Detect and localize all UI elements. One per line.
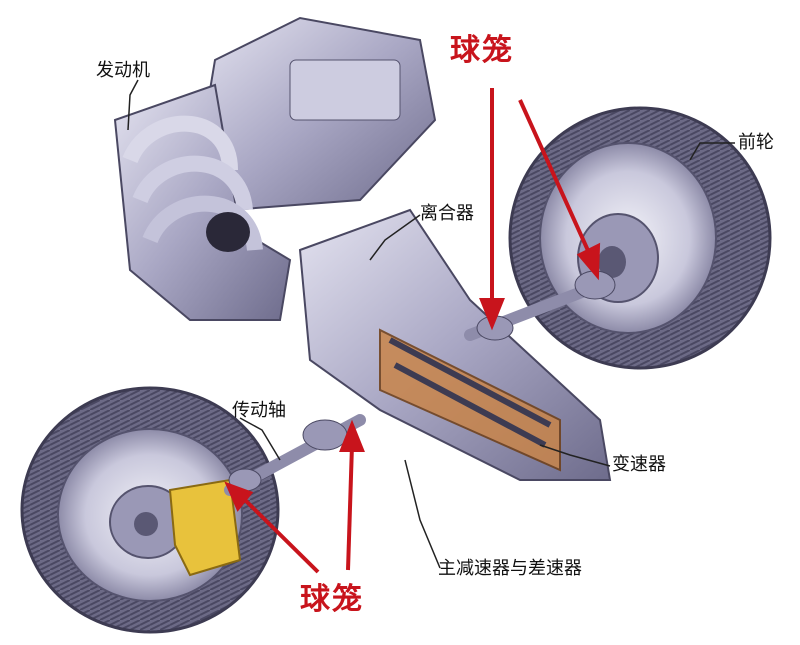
label-cv-joint-top: 球笼 (450, 33, 514, 68)
front-wheel-left (20, 386, 280, 634)
label-clutch: 离合器 (420, 203, 474, 224)
half-shaft-left (224, 414, 366, 496)
front-wheel-right (508, 106, 772, 370)
transaxle (298, 208, 612, 481)
label-engine: 发动机 (96, 60, 150, 81)
label-gearbox: 变速器 (612, 454, 666, 475)
label-drive-shaft: 传动轴 (232, 400, 286, 421)
label-front-wheel: 前轮 (738, 132, 774, 153)
label-final-drive: 主减速器与差速器 (438, 558, 582, 579)
engine-block (113, 16, 437, 321)
label-cv-joint-bottom: 球笼 (300, 582, 364, 617)
cv-joint-arrows (224, 88, 601, 574)
leader-lines (127, 79, 735, 569)
